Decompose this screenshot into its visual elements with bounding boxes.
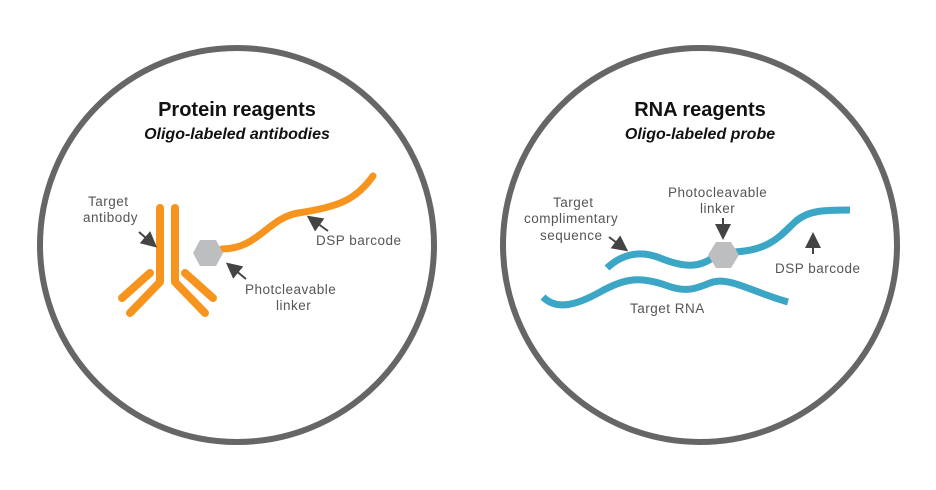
dsp-barcode-label: DSP barcode (316, 233, 402, 248)
dsp-barcode-strand (218, 172, 377, 253)
rna-circle (500, 45, 900, 445)
protein-subtitle: Oligo-labeled antibodies (144, 126, 330, 143)
target-rna-label: Target RNA (630, 301, 705, 316)
protein-panel: Protein reagents Oligo-labeled antibodie… (37, 45, 437, 445)
rna-subtitle: Oligo-labeled probe (625, 126, 775, 143)
target-seq-label-2: complimentary (524, 211, 618, 226)
arrow-icon (225, 262, 247, 280)
linker-label-2: linker (276, 298, 311, 313)
target-antibody-label-1: Target (88, 194, 129, 209)
arrow-icon (138, 231, 158, 248)
target-seq-label-1: Target (553, 195, 594, 210)
rna-panel: RNA reagents Oligo-labeled probe Target … (500, 45, 900, 445)
target-antibody-label-2: antibody (83, 210, 138, 225)
rna-linker-label-1: Photocleavable (668, 185, 767, 200)
rna-dsp-barcode-label: DSP barcode (775, 261, 861, 276)
protein-title: Protein reagents (158, 99, 316, 121)
photocleavable-linker-icon (193, 240, 223, 266)
antibody-icon (118, 204, 217, 317)
photocleavable-linker-icon (708, 242, 739, 268)
protein-circle (37, 45, 437, 445)
rna-linker-label-2: linker (700, 201, 735, 216)
target-seq-label-3: sequence (540, 228, 603, 243)
target-rna-strand (540, 276, 789, 309)
arrow-icon (306, 215, 329, 232)
linker-label-1: Photcleavable (245, 282, 336, 297)
rna-title: RNA reagents (634, 99, 766, 121)
probe-strand (604, 250, 718, 271)
rna-dsp-barcode-strand (734, 206, 851, 256)
arrow-icon (608, 235, 629, 252)
